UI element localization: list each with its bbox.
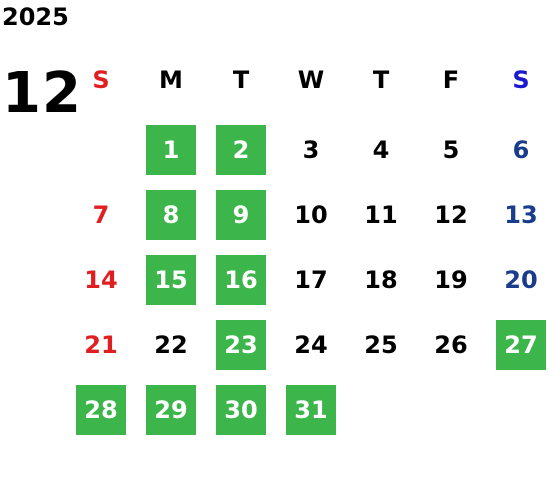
- day-cell-30[interactable]: 30: [216, 385, 266, 435]
- day-cell-18[interactable]: 18: [364, 266, 398, 294]
- day-cell-13[interactable]: 13: [504, 201, 538, 229]
- day-cell-24[interactable]: 24: [294, 331, 328, 359]
- day-cell-1[interactable]: 1: [146, 125, 196, 175]
- weekday-header-saturday: S: [512, 66, 530, 94]
- day-cell-14[interactable]: 14: [84, 266, 118, 294]
- day-cell-15[interactable]: 15: [146, 255, 196, 305]
- day-cell-21[interactable]: 21: [84, 331, 118, 359]
- day-cell-19[interactable]: 19: [434, 266, 468, 294]
- day-cell-11[interactable]: 11: [364, 201, 398, 229]
- day-cell-17[interactable]: 17: [294, 266, 328, 294]
- day-cell-9[interactable]: 9: [216, 190, 266, 240]
- weekday-header-sunday: S: [92, 66, 110, 94]
- day-cell-29[interactable]: 29: [146, 385, 196, 435]
- day-cell-26[interactable]: 26: [434, 331, 468, 359]
- day-cell-23[interactable]: 23: [216, 320, 266, 370]
- day-cell-22[interactable]: 22: [154, 331, 188, 359]
- day-cell-25[interactable]: 25: [364, 331, 398, 359]
- day-cell-28[interactable]: 28: [76, 385, 126, 435]
- weekday-header-wednesday: W: [297, 66, 325, 94]
- day-cell-7[interactable]: 7: [92, 201, 110, 229]
- weekday-header-tuesday: T: [232, 66, 250, 94]
- weekday-header-monday: M: [159, 66, 183, 94]
- day-cell-20[interactable]: 20: [504, 266, 538, 294]
- day-cell-2[interactable]: 2: [216, 125, 266, 175]
- day-cell-3[interactable]: 3: [302, 136, 320, 164]
- day-cell-8[interactable]: 8: [146, 190, 196, 240]
- day-cell-5[interactable]: 5: [442, 136, 460, 164]
- day-cell-12[interactable]: 12: [434, 201, 468, 229]
- month-label: 12: [2, 61, 82, 126]
- day-cell-6[interactable]: 6: [512, 136, 530, 164]
- day-cell-10[interactable]: 10: [294, 201, 328, 229]
- day-cell-31[interactable]: 31: [286, 385, 336, 435]
- day-cell-27[interactable]: 27: [496, 320, 546, 370]
- weekday-header-friday: F: [442, 66, 460, 94]
- year-label: 2025: [2, 3, 69, 31]
- day-cell-16[interactable]: 16: [216, 255, 266, 305]
- weekday-header-thursday: T: [372, 66, 390, 94]
- day-cell-4[interactable]: 4: [372, 136, 390, 164]
